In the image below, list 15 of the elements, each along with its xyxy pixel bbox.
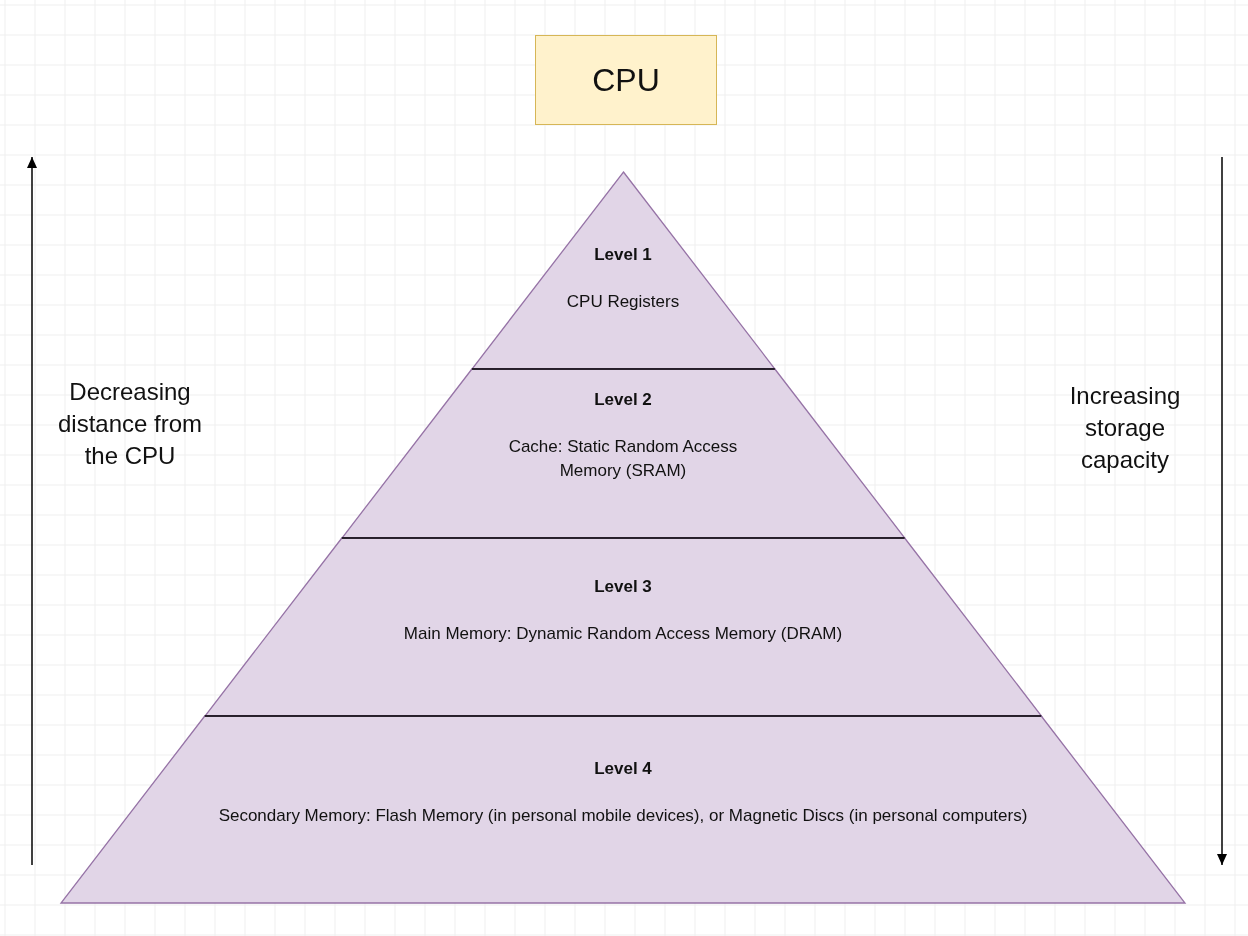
level-description: Main Memory: Dynamic Random Access Memory (DRAM) bbox=[402, 623, 844, 645]
axis-caption: Decreasing distance from the CPU bbox=[56, 377, 204, 471]
pyramid-level bbox=[204, 538, 1042, 716]
level-heading: Level 2 bbox=[593, 389, 653, 411]
level-heading: Level 1 bbox=[593, 244, 653, 266]
level-heading: Level 4 bbox=[593, 758, 653, 780]
pyramid-level bbox=[341, 369, 905, 538]
cpu-box: CPU bbox=[535, 35, 717, 125]
level-description: Secondary Memory: Flash Memory (in personal mobile devices), or Magnetic Discs (in personal computers) bbox=[217, 805, 1029, 827]
axis-caption: Increasing storage capacity bbox=[1068, 381, 1182, 475]
level-description: CPU Registers bbox=[565, 291, 681, 313]
pyramid-level bbox=[471, 172, 775, 369]
pyramid-level bbox=[61, 716, 1185, 903]
level-heading: Level 3 bbox=[593, 576, 653, 598]
level-description: Cache: Static Random Access Memory (SRAM) bbox=[507, 436, 739, 482]
